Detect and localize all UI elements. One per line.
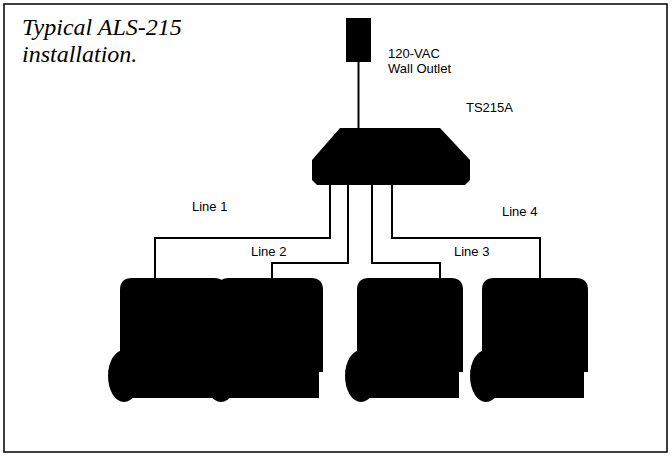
terminal-handset (108, 350, 140, 402)
line-label: Line 4 (500, 204, 539, 219)
terminals (108, 278, 588, 402)
terminal-server: TS215A (312, 128, 470, 185)
wall-outlet: 120-VAC Wall Outlet (346, 18, 371, 62)
terminal-unit (345, 278, 463, 402)
terminal-body (357, 278, 463, 372)
wire (155, 185, 330, 280)
line-wires (155, 185, 540, 282)
wire (272, 185, 348, 282)
terminal-unit (205, 278, 323, 402)
wire (372, 185, 440, 282)
diagram-title: Typical ALS-215 installation. (22, 14, 222, 68)
terminal-body (217, 278, 323, 372)
power-cord (358, 62, 360, 128)
line-label: Line 1 (190, 199, 229, 214)
node-label: TS215A (464, 100, 515, 115)
terminal-handset (205, 350, 237, 402)
line-label: Line 3 (452, 244, 491, 259)
line-label: Line 2 (249, 244, 288, 259)
frame-border (4, 4, 667, 452)
terminal-unit (470, 278, 588, 402)
server-outline (312, 128, 470, 185)
terminal-handset (470, 350, 502, 402)
terminal-body (482, 278, 588, 372)
terminal-handset (345, 350, 377, 402)
server-shape (312, 128, 470, 185)
wire (392, 185, 540, 280)
node-label: 120-VAC Wall Outlet (386, 46, 468, 76)
